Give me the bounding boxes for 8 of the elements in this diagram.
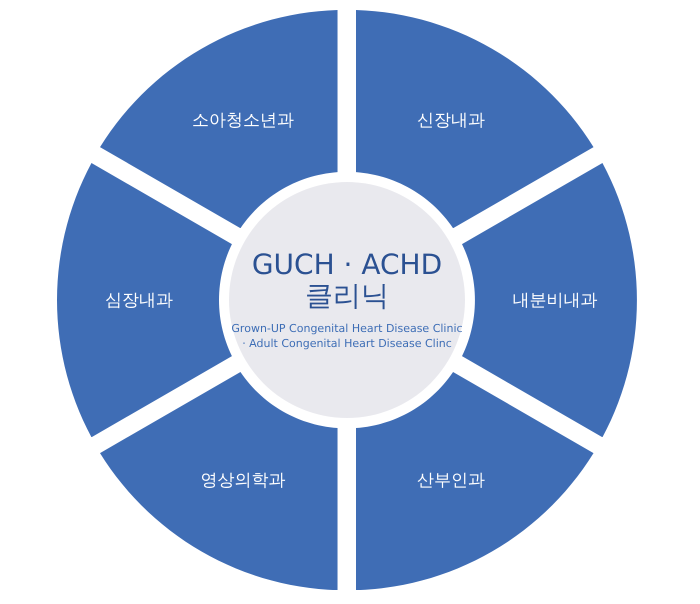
- clinic-title: GUCH · ACHD 클리닉: [250, 249, 444, 311]
- department-label: 영상의학과: [200, 470, 286, 492]
- clinic-subtitle: Grown-UP Congenital Heart Disease Clinic · Adult Congenital Heart Disease Clinc: [231, 321, 463, 351]
- department-label: 산부인과: [417, 470, 485, 492]
- department-label: 심장내과: [105, 289, 173, 312]
- department-label: 소아청소년과: [192, 109, 294, 132]
- department-label: 신장내과: [417, 109, 485, 132]
- department-label: 내분비내과: [512, 289, 598, 312]
